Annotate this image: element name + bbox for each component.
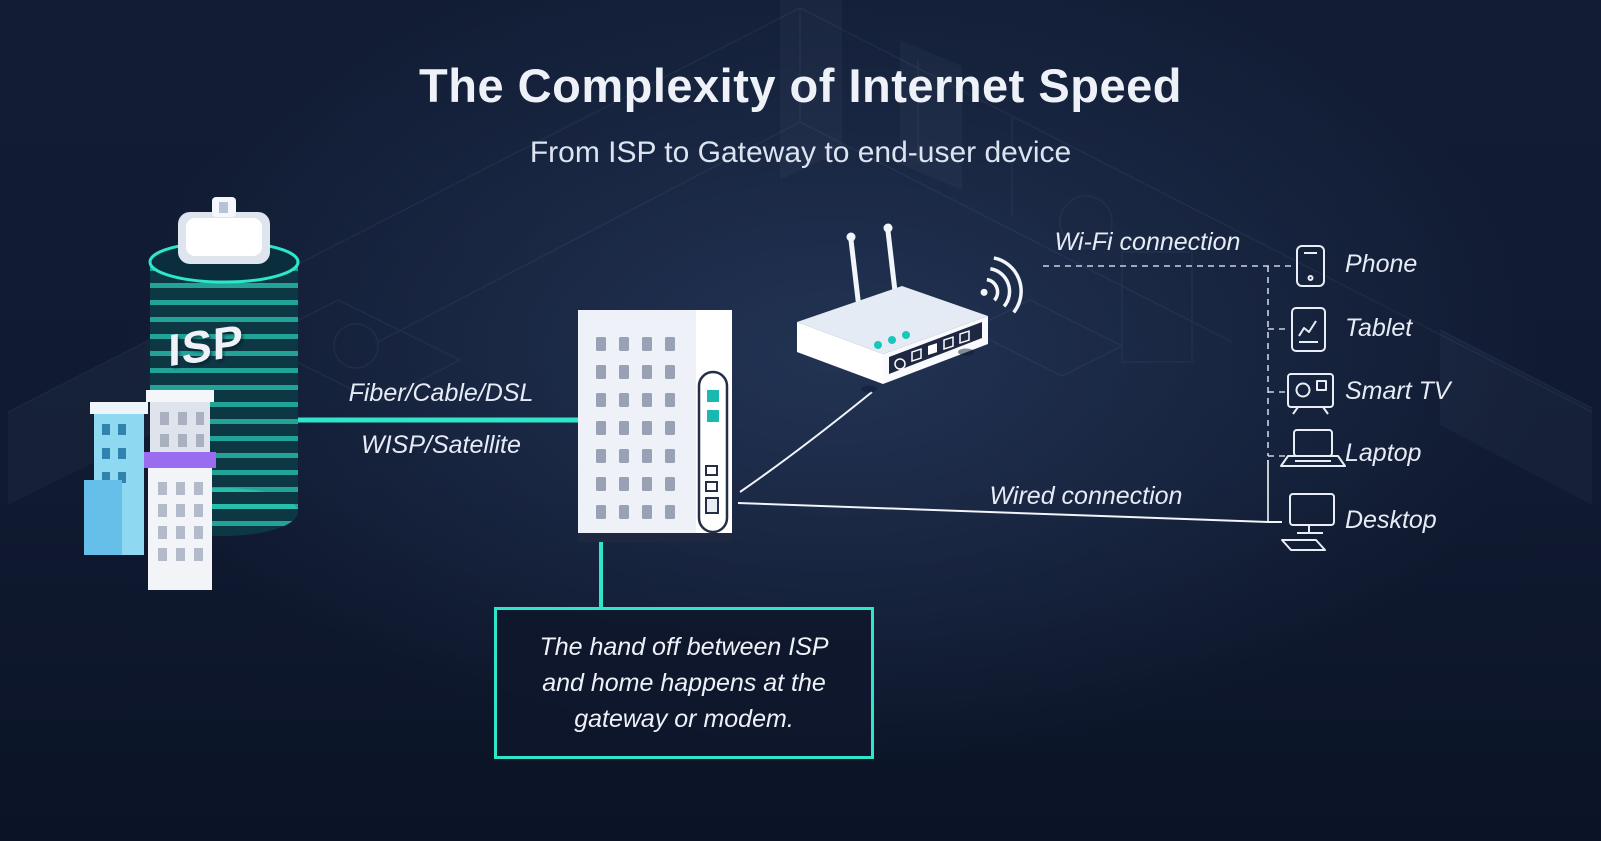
city-buildings-icon — [84, 390, 216, 590]
modem-to-router-line — [739, 391, 873, 493]
callout-line-2: and home happens at the — [542, 669, 826, 697]
floorplan-background — [7, 7, 1593, 413]
wifi-connection-label: Wi-Fi connection — [1054, 228, 1241, 256]
tablet-icon — [1291, 307, 1326, 352]
callout-line-3: gateway or modem. — [574, 705, 794, 733]
modem-gateway-icon — [578, 310, 732, 542]
smart-tv-icon — [1287, 373, 1334, 415]
connection-lines — [298, 265, 1292, 610]
router-antennas-icon — [848, 228, 899, 311]
wifi-dashed-lines — [1043, 265, 1292, 457]
wifi-waves-icon — [980, 256, 1023, 314]
fiber-cable-dsl-label: Fiber/Cable/DSL — [348, 379, 534, 407]
desktop-icon — [1281, 493, 1335, 551]
wifi-router-icon — [797, 223, 988, 393]
phone-icon — [1296, 245, 1325, 287]
device-label-smart-tv: Smart TV — [1345, 377, 1451, 405]
page-subtitle: From ISP to Gateway to end-user device — [529, 136, 1072, 169]
wired-connection-label: Wired connection — [989, 482, 1183, 510]
callout-box: The hand off between ISP and home happen… — [494, 607, 874, 759]
device-label-desktop: Desktop — [1345, 506, 1437, 534]
device-label-laptop: Laptop — [1345, 439, 1422, 467]
laptop-icon — [1280, 429, 1346, 467]
device-label-tablet: Tablet — [1345, 314, 1413, 342]
callout-line-1: The hand off between ISP — [539, 633, 829, 661]
wisp-satellite-label: WISP/Satellite — [361, 431, 521, 459]
wired-connection-line — [737, 502, 1282, 523]
device-label-phone: Phone — [1345, 250, 1418, 278]
page-title: The Complexity of Internet Speed — [419, 59, 1182, 112]
